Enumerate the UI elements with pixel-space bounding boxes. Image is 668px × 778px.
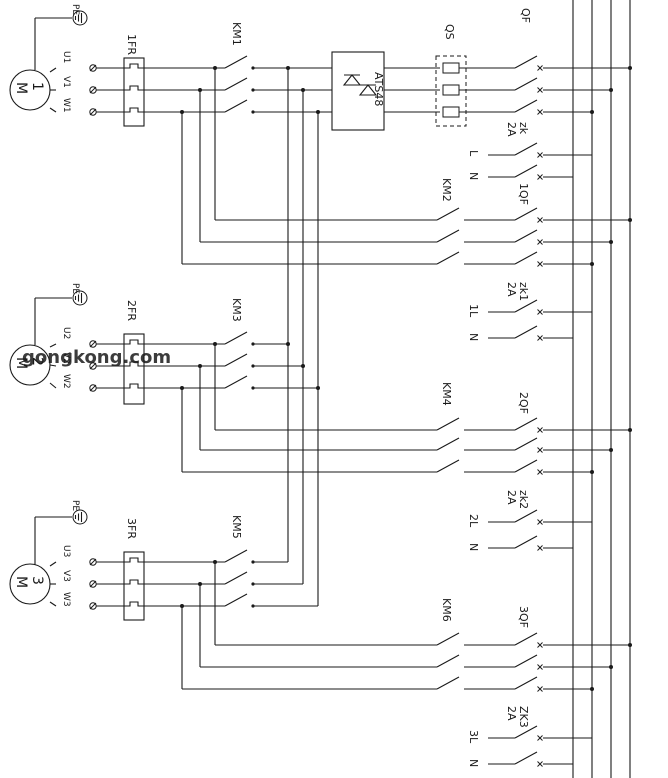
labels: QS QF ATS48 KM1 1FR PE U1 V1 W1 1 M zk 2…	[13, 4, 532, 767]
thermal-relay-2	[123, 333, 145, 405]
label-v3: V3	[61, 570, 71, 582]
label-zk1: zk1	[517, 282, 530, 301]
label-1qf: 1QF	[517, 183, 530, 205]
label-zk: zk	[517, 122, 530, 135]
label-2a-2: 2A	[505, 282, 518, 297]
watermark: gongkong.com	[22, 347, 171, 368]
label-1fr: 1FR	[125, 34, 138, 55]
label-pe-2: PE	[70, 283, 80, 294]
bypass-1	[181, 68, 632, 341]
motor-3-group	[9, 509, 632, 767]
label-2a-3: 2A	[505, 490, 518, 505]
label-w2: W2	[61, 374, 71, 389]
busbars	[572, 0, 631, 778]
label-pe-1: PE	[70, 4, 80, 15]
label-2fr: 2FR	[125, 300, 138, 321]
thermal-relay-1	[123, 57, 145, 127]
label-2a-1: 2A	[505, 122, 518, 137]
label-n-2: N	[467, 543, 480, 551]
label-u3: U3	[61, 545, 71, 557]
label-1l: 1L	[467, 304, 480, 318]
label-u1: U1	[61, 51, 71, 63]
ground-icon	[72, 509, 88, 525]
label-pe-3: PE	[70, 500, 80, 511]
motor-1-number: 1	[29, 82, 45, 91]
label-3fr: 3FR	[125, 518, 138, 539]
label-2l: 2L	[467, 514, 480, 528]
motor-1-group	[9, 10, 632, 180]
label-km6: KM6	[440, 598, 453, 622]
label-w3: W3	[61, 592, 71, 607]
motor-1-letter: M	[13, 82, 29, 94]
soft-start-risers	[287, 68, 319, 606]
label-u2: U2	[61, 327, 71, 339]
label-3l: 3L	[467, 730, 480, 744]
motor-3-letter: M	[13, 576, 29, 588]
label-km1: KM1	[230, 22, 243, 46]
label-km3: KM3	[230, 298, 243, 322]
label-qf: QF	[519, 8, 532, 23]
label-v2: V2	[61, 352, 71, 364]
soft-starter-ats48	[331, 51, 385, 131]
label-zk3: ZK3	[517, 706, 530, 728]
qs-fuse-switch	[435, 55, 467, 127]
label-ats48: ATS48	[372, 72, 385, 106]
label-2a-4: 2A	[505, 706, 518, 721]
motor-3-number: 3	[29, 576, 45, 585]
label-w1: W1	[61, 98, 71, 113]
motor-2-letter: M	[13, 357, 29, 369]
label-n-3: N	[467, 759, 480, 767]
label-n: N	[467, 172, 480, 180]
label-3qf: 3QF	[517, 606, 530, 628]
thermal-relay-3	[123, 551, 145, 621]
label-km4: KM4	[440, 382, 453, 406]
label-l: L	[467, 150, 480, 157]
label-qs: QS	[443, 24, 456, 40]
label-2qf: 2QF	[517, 392, 530, 414]
label-km2: KM2	[440, 178, 453, 202]
motor-2-group	[9, 290, 632, 551]
label-v1: V1	[61, 76, 71, 88]
label-zk2: zk2	[517, 490, 530, 509]
label-km5: KM5	[230, 515, 243, 539]
label-n-1: N	[467, 333, 480, 341]
motor-2-number: 2	[29, 357, 45, 366]
